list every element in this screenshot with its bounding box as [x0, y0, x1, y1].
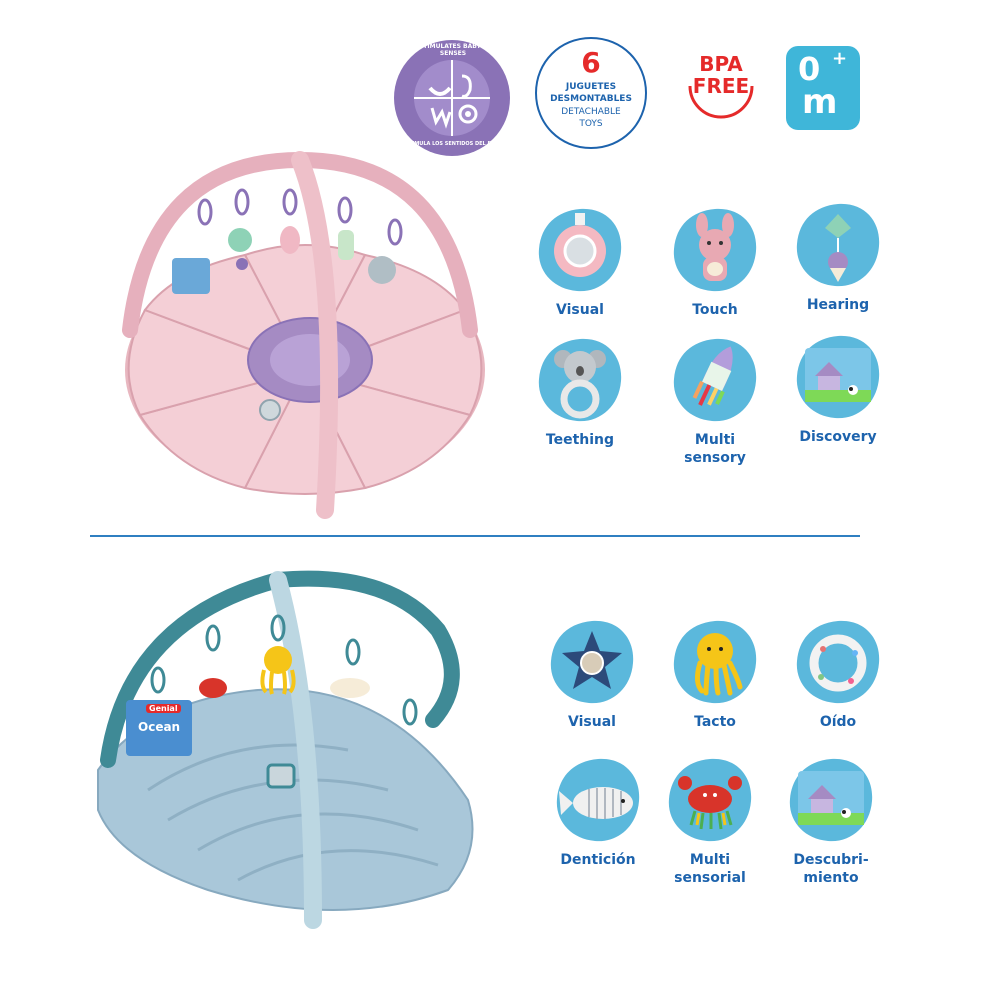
feature-label: Oído — [819, 714, 857, 730]
bunny-icon — [696, 213, 734, 281]
feature-label: Visual — [556, 302, 604, 318]
age-badge: 0 + m — [786, 46, 860, 130]
feature-bottom-descubrimiento: Descubri- miento — [771, 755, 891, 887]
feature-top-discovery: Discovery — [778, 332, 898, 446]
koala-teether-icon — [554, 350, 606, 419]
feature-label: Dentición — [560, 852, 636, 868]
ocean-book-brand: Genial — [146, 704, 181, 713]
toys-badge: 6 JUGUETES DESMONTABLES DETACHABLE TOYS — [532, 34, 650, 152]
feature-label: Hearing — [806, 297, 870, 313]
feature-bottom-tacto: Tacto — [655, 617, 775, 731]
toys-line3: DETACHABLE — [561, 107, 621, 117]
age-unit: m — [802, 82, 838, 122]
age-plus: + — [832, 48, 848, 69]
toys-line4: TOYS — [579, 119, 603, 129]
feature-top-touch: Touch — [655, 205, 775, 319]
feature-bottom-visual: Visual — [532, 617, 652, 731]
ring-rattle-icon — [809, 634, 867, 692]
feature-label-line1: Multi — [689, 852, 731, 868]
pink-play-mat-image — [110, 140, 490, 520]
feature-label-line2: miento — [803, 870, 859, 886]
feature-label: Touch — [692, 302, 738, 318]
feature-label: Discovery — [799, 429, 877, 445]
toys-line1: JUGUETES — [565, 82, 617, 92]
octopus-icon — [694, 633, 743, 696]
whale-icon — [559, 787, 633, 819]
crab-icon — [678, 776, 742, 830]
rocket-icon — [692, 346, 733, 406]
feature-label-line1: Multi — [694, 432, 736, 448]
feature-bottom-denticion: Dentición — [538, 755, 658, 869]
feature-label: Visual — [568, 714, 616, 730]
senses-badge-text-bottom: ESTIMULA LOS SENTIDOS DEL BEBÉ — [402, 141, 502, 147]
feature-top-hearing: Hearing — [778, 200, 898, 314]
toys-line2: DESMONTABLES — [550, 94, 632, 104]
senses-badge — [392, 38, 512, 158]
feature-top-visual: Visual — [520, 205, 640, 319]
book-icon — [805, 348, 871, 402]
rattle-icon — [825, 214, 851, 282]
feature-label-line2: sensory — [684, 450, 746, 466]
ocean-book-title: Ocean — [138, 720, 181, 734]
feature-top-teething: Teething — [520, 335, 640, 449]
ocean-play-mat-image: Genial Ocean — [88, 560, 498, 940]
feature-bottom-oido: Oído — [778, 617, 898, 731]
age-value: 0 — [798, 50, 821, 88]
feature-label-line2: sensorial — [674, 870, 746, 886]
book-icon — [798, 771, 864, 825]
feature-label: Teething — [545, 432, 615, 448]
feature-bottom-multisensorial: Multi sensorial — [650, 755, 770, 887]
bpa-line1: BPA — [699, 52, 743, 76]
senses-badge-text-top: STIMULATES BABY'S SENSES — [418, 43, 488, 57]
feature-top-multisensory: Multi sensory — [655, 335, 775, 467]
section-divider — [90, 535, 860, 537]
bpa-free-badge: BPA FREE — [680, 46, 762, 128]
star-mirror-icon — [562, 631, 622, 689]
feature-label: Tacto — [694, 714, 736, 730]
toys-count: 6 — [581, 46, 601, 79]
bpa-line2: FREE — [692, 74, 750, 98]
feature-label-line1: Descubri- — [793, 852, 869, 868]
